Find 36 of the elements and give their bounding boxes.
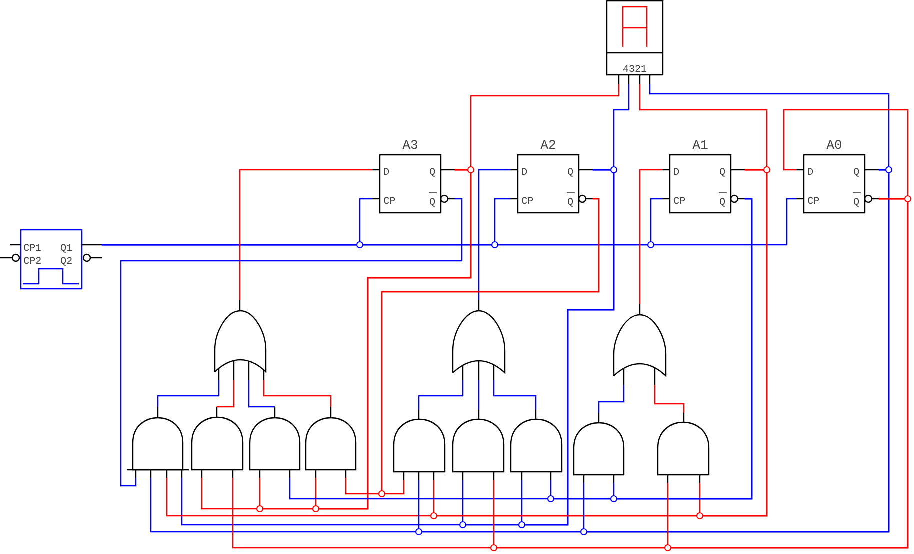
wire bbox=[583, 169, 890, 533]
wire bbox=[478, 169, 511, 300]
flip-flop-label: A2 bbox=[540, 140, 556, 149]
and-gate bbox=[573, 413, 625, 483]
wire bbox=[217, 380, 235, 408]
wire bbox=[598, 385, 625, 413]
wire bbox=[654, 385, 685, 413]
and-gate bbox=[305, 407, 357, 478]
or-gate bbox=[214, 300, 267, 380]
or-gate bbox=[452, 300, 506, 380]
wire bbox=[493, 380, 537, 410]
wire bbox=[667, 198, 909, 549]
wire bbox=[699, 169, 768, 517]
and-gate bbox=[127, 407, 189, 478]
flip-flop-label: A3 bbox=[402, 140, 418, 150]
and-gate bbox=[452, 410, 505, 480]
wire bbox=[102, 198, 797, 246]
and-gate bbox=[249, 407, 301, 478]
flip-flop-label: A0 bbox=[826, 140, 842, 150]
flip-flop-label: A1 bbox=[692, 140, 708, 149]
and-gate bbox=[393, 410, 446, 480]
wire bbox=[239, 169, 373, 300]
wire bbox=[315, 169, 472, 510]
wire bbox=[157, 380, 220, 407]
wire bbox=[120, 198, 463, 487]
and-gate bbox=[191, 407, 244, 478]
wire bbox=[639, 169, 663, 304]
and-gate bbox=[510, 410, 563, 480]
wire bbox=[613, 198, 753, 500]
wire bbox=[478, 380, 480, 410]
and-gate bbox=[657, 413, 710, 483]
wire bbox=[521, 169, 615, 526]
or-gate bbox=[613, 304, 667, 385]
wire bbox=[248, 380, 275, 408]
wire bbox=[263, 380, 332, 407]
wire bbox=[418, 380, 464, 410]
